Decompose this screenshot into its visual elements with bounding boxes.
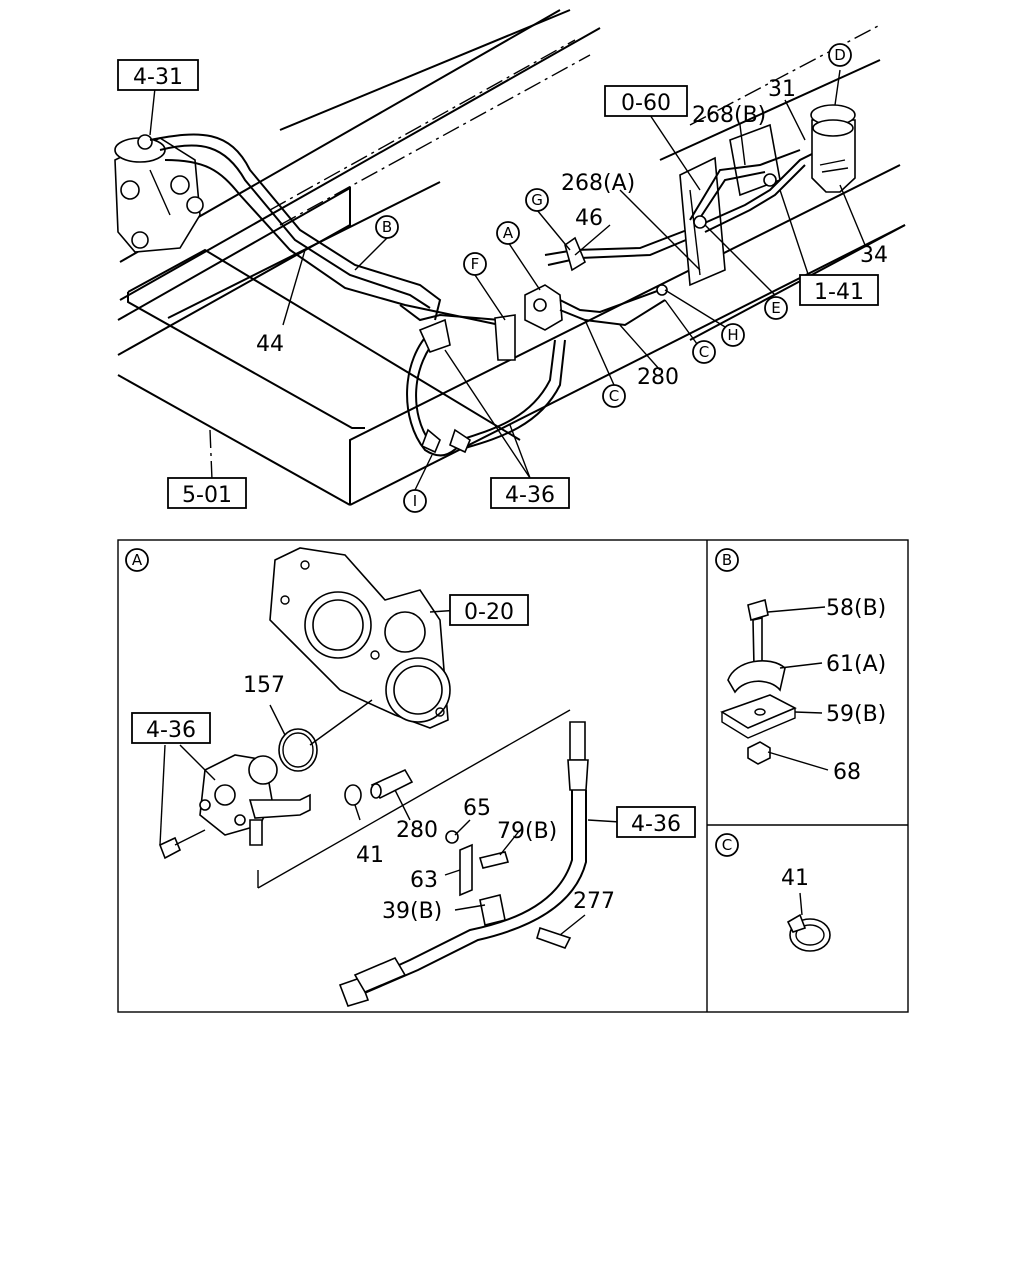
- part-34: 34: [860, 243, 888, 268]
- part-68: 68: [833, 760, 861, 785]
- circle-callouts: D B G A F E H C C I: [375, 43, 852, 513]
- svg-text:4-36: 4-36: [505, 483, 555, 508]
- part-59b: 59(B): [826, 702, 886, 727]
- svg-text:B: B: [722, 551, 732, 569]
- gear-case-plate: [269, 547, 451, 729]
- callout-i: I: [403, 489, 427, 513]
- hose-280: [370, 768, 414, 800]
- bolt-58b: [747, 598, 769, 669]
- panel-labels: A B C: [125, 548, 739, 857]
- callout-f: F: [463, 252, 487, 276]
- part-58b: 58(B): [826, 596, 886, 621]
- part-44: 44: [256, 332, 284, 357]
- panel-c-label: C: [715, 833, 739, 857]
- svg-text:C: C: [699, 343, 709, 361]
- bracket-63: [445, 830, 572, 949]
- power-steering-pump: [158, 754, 311, 860]
- leader-lines-top: [149, 69, 866, 491]
- svg-text:E: E: [771, 299, 780, 317]
- svg-text:4-36: 4-36: [631, 812, 681, 837]
- steering-gear-assembly: [114, 134, 204, 253]
- svg-text:B: B: [382, 218, 392, 236]
- detail-panels-frame: [117, 539, 909, 1013]
- ref-box-4-36-top: 4-36: [490, 477, 570, 509]
- part-46: 46: [575, 206, 603, 231]
- svg-text:F: F: [471, 255, 480, 273]
- svg-text:0-20: 0-20: [464, 600, 514, 625]
- part-268a: 268(A): [561, 171, 635, 196]
- plate-59b: [720, 694, 797, 739]
- oil-reservoir: [810, 104, 856, 193]
- ref-box-4-31: 4-31: [117, 59, 199, 91]
- svg-text:4-36: 4-36: [146, 718, 196, 743]
- callout-c-top-right: C: [692, 340, 716, 364]
- clamp-61a: [727, 660, 786, 694]
- part-41-c: 41: [781, 866, 809, 891]
- callout-d: D: [828, 43, 852, 67]
- svg-text:0-60: 0-60: [621, 91, 671, 116]
- pressure-pipes: [149, 133, 501, 326]
- svg-text:C: C: [609, 387, 619, 405]
- ref-box-0-60: 0-60: [604, 85, 688, 117]
- high-pressure-hose: [338, 721, 589, 1007]
- part-157: 157: [243, 673, 285, 698]
- chassis-frame: [117, 9, 906, 506]
- svg-text:C: C: [722, 836, 732, 854]
- hose-clip-41: [344, 784, 362, 806]
- svg-text:G: G: [531, 191, 543, 209]
- part-277: 277: [573, 889, 615, 914]
- o-ring-157: [278, 728, 318, 772]
- svg-text:I: I: [413, 492, 417, 510]
- part-labels: 31 268(B) 268(A) 46 34 44 280 157 41 280…: [243, 77, 888, 924]
- panel-b-label: B: [715, 548, 739, 572]
- svg-text:A: A: [132, 551, 143, 569]
- part-268b: 268(B): [692, 103, 766, 128]
- callout-c-top-left: C: [602, 384, 626, 408]
- nut-68: [747, 741, 771, 765]
- callout-b: B: [375, 215, 399, 239]
- svg-text:4-31: 4-31: [133, 65, 183, 90]
- part-280-a: 280: [396, 818, 438, 843]
- callout-e: E: [764, 296, 788, 320]
- part-39b: 39(B): [382, 899, 442, 924]
- leader-lines-panel-b: [767, 606, 829, 771]
- ref-box-0-20: 0-20: [449, 594, 529, 626]
- part-65: 65: [463, 796, 491, 821]
- ref-box-5-01: 5-01: [167, 477, 247, 509]
- part-31: 31: [768, 77, 796, 102]
- svg-text:D: D: [834, 46, 846, 64]
- callout-h: H: [721, 323, 745, 347]
- svg-text:5-01: 5-01: [182, 483, 232, 508]
- svg-text:1-41: 1-41: [814, 280, 864, 305]
- part-280-top: 280: [637, 365, 679, 390]
- part-61a: 61(A): [826, 652, 886, 677]
- part-79b: 79(B): [497, 819, 557, 844]
- svg-text:H: H: [727, 326, 738, 344]
- svg-text:A: A: [503, 224, 514, 242]
- callout-g: G: [525, 188, 549, 212]
- part-63: 63: [410, 868, 438, 893]
- ref-box-4-36-hose: 4-36: [616, 806, 696, 838]
- ref-box-1-41: 1-41: [799, 274, 879, 306]
- panel-a-label: A: [125, 548, 149, 572]
- ref-box-4-36-pump: 4-36: [131, 712, 211, 744]
- hose-clamp-41: [786, 892, 831, 952]
- callout-a: A: [496, 221, 520, 245]
- part-41-a: 41: [356, 843, 384, 868]
- pump-and-hoses: [406, 224, 706, 457]
